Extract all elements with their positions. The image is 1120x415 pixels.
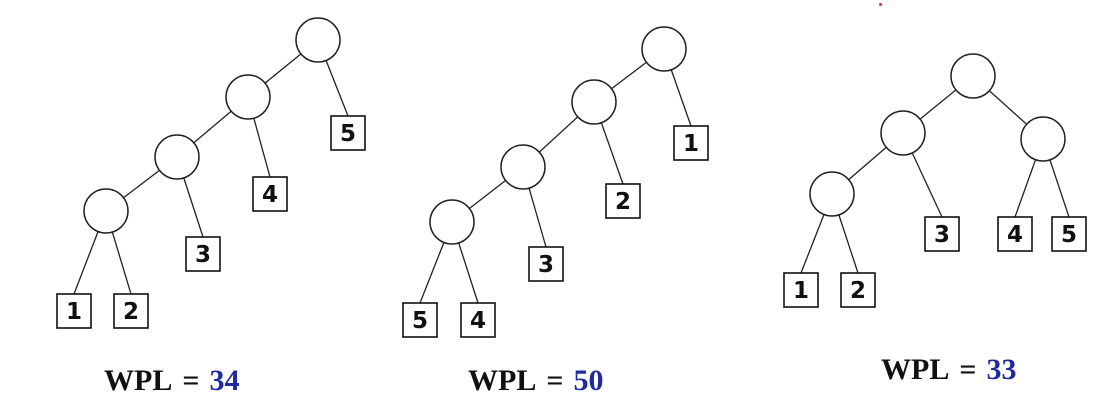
internal-node — [880, 110, 926, 156]
leaf-node-3: 3 — [924, 216, 960, 252]
leaf-weight: 4 — [262, 182, 278, 208]
leaf-weight: 3 — [934, 222, 950, 248]
leaf-box — [402, 302, 438, 338]
leaf-weight: 2 — [123, 299, 139, 325]
leaf-node-3: 3 — [528, 246, 564, 282]
leaf-box — [1051, 216, 1087, 252]
tree-2: 5 4 3 2 1 — [402, 26, 709, 338]
leaf-weight: 1 — [683, 131, 699, 157]
tree-1: 1 2 3 4 5 — [56, 17, 366, 329]
leaf-node-4: 4 — [997, 216, 1033, 252]
leaf-node-1: 1 — [783, 272, 819, 308]
internal-node — [225, 74, 271, 120]
internal-node — [950, 53, 996, 99]
leaf-weight: 3 — [538, 252, 554, 278]
leaf-weight: 5 — [1061, 222, 1077, 248]
wpl-label-tree-3: WPL=33 — [881, 353, 1017, 386]
leaf-weight: 5 — [340, 121, 356, 147]
wpl-label-tree-2: WPL=50 — [468, 364, 604, 397]
leaf-weight: 5 — [412, 308, 428, 334]
leaf-box — [252, 176, 288, 212]
leaf-weight: 3 — [195, 242, 211, 268]
leaf-box — [605, 183, 641, 219]
leaf-node-3: 3 — [185, 236, 221, 272]
leaf-weight: 1 — [793, 278, 809, 304]
leaf-node-2: 2 — [605, 183, 641, 219]
internal-node — [500, 144, 546, 190]
leaf-weight: 4 — [470, 308, 486, 334]
tree-3: 1 2 3 4 5 — [783, 53, 1087, 308]
leaf-box — [528, 246, 564, 282]
leaf-box — [460, 302, 496, 338]
leaf-box — [185, 236, 221, 272]
leaf-box — [330, 115, 366, 151]
leaf-weight: 2 — [615, 189, 631, 215]
internal-node — [429, 199, 475, 245]
leaf-node-1: 1 — [56, 293, 92, 329]
leaf-box — [924, 216, 960, 252]
leaf-box — [840, 272, 876, 308]
internal-node — [295, 17, 341, 63]
leaf-node-5: 5 — [330, 115, 366, 151]
internal-node — [83, 188, 129, 234]
internal-node — [154, 134, 200, 180]
leaf-node-4: 4 — [460, 302, 496, 338]
leaf-box — [783, 272, 819, 308]
leaf-node-1: 1 — [673, 125, 709, 161]
internal-node — [809, 171, 855, 217]
leaf-box — [113, 293, 149, 329]
internal-node — [1020, 116, 1066, 162]
leaf-node-5: 5 — [402, 302, 438, 338]
internal-node — [571, 79, 617, 125]
wpl-label-tree-1: WPL=34 — [104, 364, 240, 397]
leaf-node-2: 2 — [840, 272, 876, 308]
leaf-node-4: 4 — [252, 176, 288, 212]
stray-red-dot — [879, 3, 882, 6]
leaf-box — [673, 125, 709, 161]
leaf-weight: 2 — [850, 278, 866, 304]
leaf-node-5: 5 — [1051, 216, 1087, 252]
leaf-weight: 4 — [1007, 222, 1023, 248]
leaf-node-2: 2 — [113, 293, 149, 329]
leaf-box — [56, 293, 92, 329]
internal-node — [641, 26, 687, 72]
leaf-box — [997, 216, 1033, 252]
leaf-weight: 1 — [66, 299, 82, 325]
